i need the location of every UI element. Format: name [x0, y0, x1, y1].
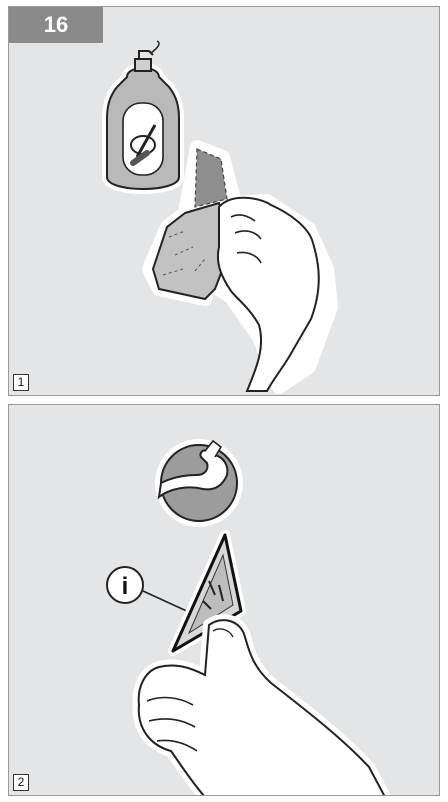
instruction-panel-1: 16 1 [8, 6, 440, 396]
panel-number-1: 1 [13, 374, 29, 391]
info-marker-letter: i [122, 573, 129, 600]
instruction-panel-2: i 2 [8, 404, 440, 796]
detergent-bottle-icon [107, 41, 179, 189]
panel-1-illustration [9, 7, 440, 396]
panel-2-illustration: i [9, 405, 440, 796]
panel-number-2: 2 [13, 774, 29, 791]
strong-arm-icon [155, 439, 243, 527]
info-marker-icon: i [107, 567, 191, 613]
